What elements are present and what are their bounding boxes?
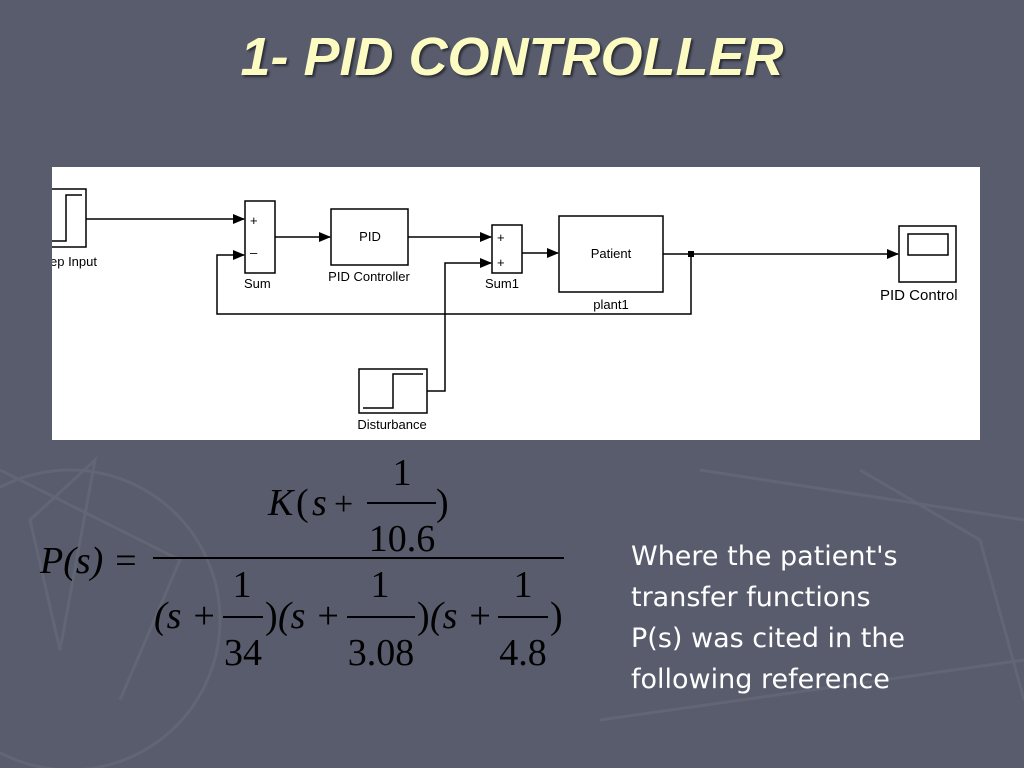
formula-lhs: P(s) = [39, 540, 138, 582]
simulink-diagram: ep Input + – Sum PID PID Controller + + … [52, 167, 980, 440]
scope-label: PID Control [880, 287, 958, 304]
description-line: transfer functions [631, 582, 871, 613]
description-line: P(s) was cited in the [631, 623, 906, 654]
slide-title: 1- PID CONTROLLER [240, 27, 784, 87]
disturbance-label: Disturbance [357, 417, 426, 432]
den-factor-1-frac-den: 34 [224, 632, 262, 674]
sum1-label: Sum1 [485, 276, 519, 291]
sum1-block[interactable] [491, 224, 523, 274]
disturbance-block[interactable] [358, 368, 428, 414]
den-factor-2-prefix: (s + [278, 595, 341, 637]
signal-disturbance-to-sum1 [427, 258, 492, 392]
description-text: Where the patient's transfer functions P… [631, 536, 991, 700]
num-frac-num: 1 [393, 452, 412, 494]
num-plus: + [334, 486, 353, 523]
step-input-block[interactable] [52, 188, 87, 248]
num-k: K [267, 482, 295, 524]
signal-feedback [216, 250, 692, 315]
transfer-function-formula: P(s) = K ( s + 1 10.6 ) (s + 1 34 ) (s +… [39, 452, 564, 674]
patient-block-text: Patient [591, 246, 632, 261]
sum1-plus-top: + [497, 230, 505, 245]
description-line: Where the patient's [631, 541, 898, 572]
sum-block[interactable] [244, 200, 276, 274]
den-factor-2-suffix: ) [417, 595, 430, 637]
sum1-plus-bottom: + [497, 255, 505, 270]
den-factor-2-frac-num: 1 [371, 564, 390, 606]
pid-block-text: PID [359, 229, 381, 244]
num-open-paren: ( [296, 482, 309, 524]
pid-block[interactable] [330, 208, 409, 266]
sum-minus-sign: – [250, 245, 258, 260]
patient-block[interactable] [558, 215, 664, 293]
num-frac-den: 10.6 [369, 518, 436, 560]
den-factor-1-suffix: ) [265, 595, 278, 637]
den-factor-3-frac-num: 1 [514, 564, 533, 606]
sum-label: Sum [244, 276, 271, 291]
den-factor-3-prefix: (s + [430, 595, 493, 637]
plant1-label: plant1 [593, 297, 628, 312]
den-factor-3-suffix: ) [550, 595, 563, 637]
den-factor-1-frac-num: 1 [233, 564, 252, 606]
den-factor-1-prefix: (s + [154, 595, 217, 637]
scope-block[interactable] [898, 225, 957, 283]
num-s: s [312, 482, 327, 524]
sum-plus-sign: + [250, 213, 258, 228]
description-line: following reference [631, 664, 890, 695]
num-close-paren: ) [436, 482, 449, 524]
step-input-label: ep Input [52, 254, 97, 269]
den-factor-3-frac-den: 4.8 [499, 632, 547, 674]
pid-controller-label: PID Controller [328, 269, 410, 284]
den-factor-2-frac-den: 3.08 [348, 632, 415, 674]
